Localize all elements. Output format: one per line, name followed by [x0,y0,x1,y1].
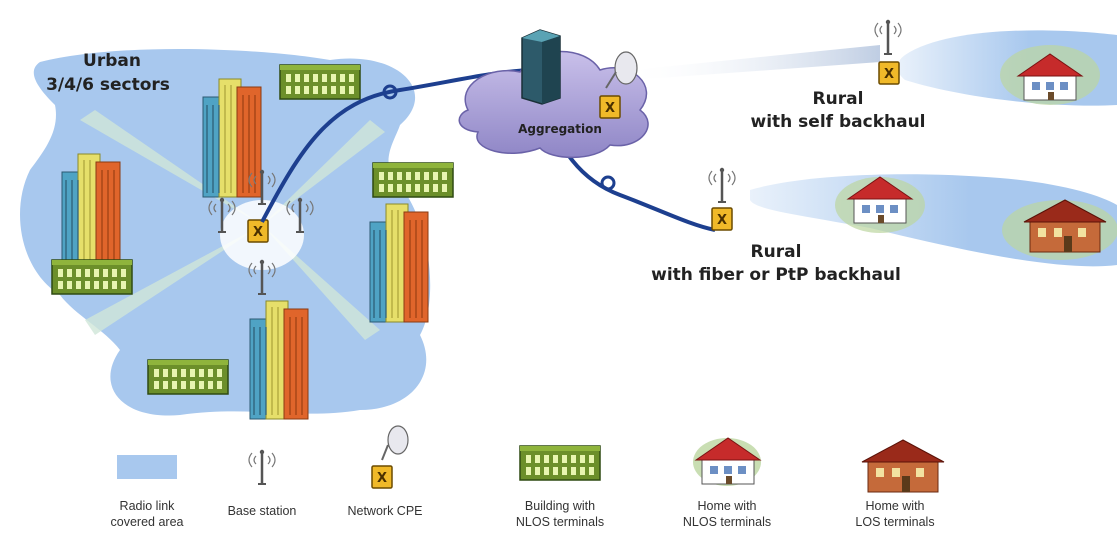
antenna-icon [247,448,277,486]
legend-cpe: Network CPE [347,425,423,518]
legend-coverage-line1: Radio link [120,499,176,513]
house-icon [693,437,761,486]
farmhouse-icon [861,439,945,493]
legend-home-los: Home with LOS terminals [855,439,945,529]
building-icon [519,445,601,481]
legend: Radio link covered area Base station Net… [111,425,945,529]
urban-sectors-label: 3/4/6 sectors [46,75,170,95]
rural-fiber-subtitle: with fiber or PtP backhaul [651,265,901,285]
legend-home-nlos: Home with NLOS terminals [683,437,771,529]
aggregation-server [521,29,561,105]
aggregation-dish-icon [599,51,638,119]
rural-fiber-base-station [707,166,737,231]
rural-self-house [1000,45,1100,105]
legend-base-station-label: Base station [228,504,297,518]
legend-base-station: Base station [228,448,297,518]
rural-self-title: Rural [813,89,864,109]
legend-coverage-line2: covered area [111,515,184,529]
legend-coverage: Radio link covered area [111,455,184,529]
legend-home-los-line1: Home with [865,499,924,513]
legend-home-los-line2: LOS terminals [855,515,934,529]
legend-home-nlos-line2: NLOS terminals [683,515,771,529]
legend-cpe-label: Network CPE [347,504,422,518]
cpe-dish-icon [371,425,409,489]
legend-building-line1: Building with [525,499,595,513]
rural-fiber-houses [835,176,1117,260]
microwave-beam [632,45,880,80]
coverage-swatch [117,455,177,479]
urban-title: Urban [83,51,141,71]
legend-building: Building with NLOS terminals [516,445,604,529]
rural-fiber-title: Rural [751,242,802,262]
rural-self-subtitle: with self backhaul [751,112,926,132]
aggregation-label: Aggregation [518,122,602,136]
legend-home-nlos-line1: Home with [697,499,756,513]
legend-building-line2: NLOS terminals [516,515,604,529]
